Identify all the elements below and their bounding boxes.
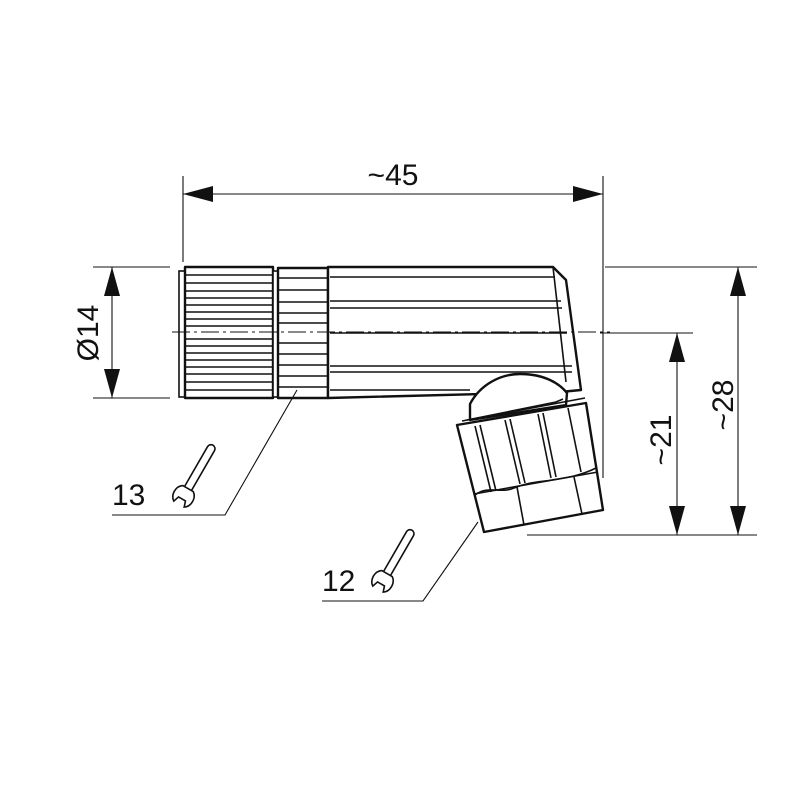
- coupling-sleeve: [276, 266, 330, 400]
- outlet-dome: [468, 372, 569, 422]
- connector-body: [172, 265, 610, 534]
- knurled-coupling-nut: [178, 265, 279, 400]
- callout-wrench-12: 12: [322, 521, 479, 602]
- dimension-length-label: ~45: [368, 159, 419, 192]
- dimension-diameter: Ø14: [72, 266, 170, 399]
- dimension-height-lower: ~21: [600, 332, 693, 535]
- dimension-height-total: ~28: [527, 266, 757, 536]
- callout-12-label: 12: [322, 565, 355, 598]
- dimension-diameter-label: Ø14: [72, 305, 105, 362]
- dimension-length: ~45: [182, 159, 604, 478]
- dimension-height-total-label: ~28: [707, 380, 740, 431]
- dimension-height-lower-label: ~21: [645, 415, 678, 466]
- wrench-icon: [371, 528, 415, 593]
- callout-13-label: 13: [112, 479, 145, 512]
- callout-wrench-13: 13: [112, 389, 298, 516]
- wrench-icon: [172, 443, 216, 508]
- angled-housing: [326, 265, 583, 400]
- cable-gland-nut: [455, 397, 605, 534]
